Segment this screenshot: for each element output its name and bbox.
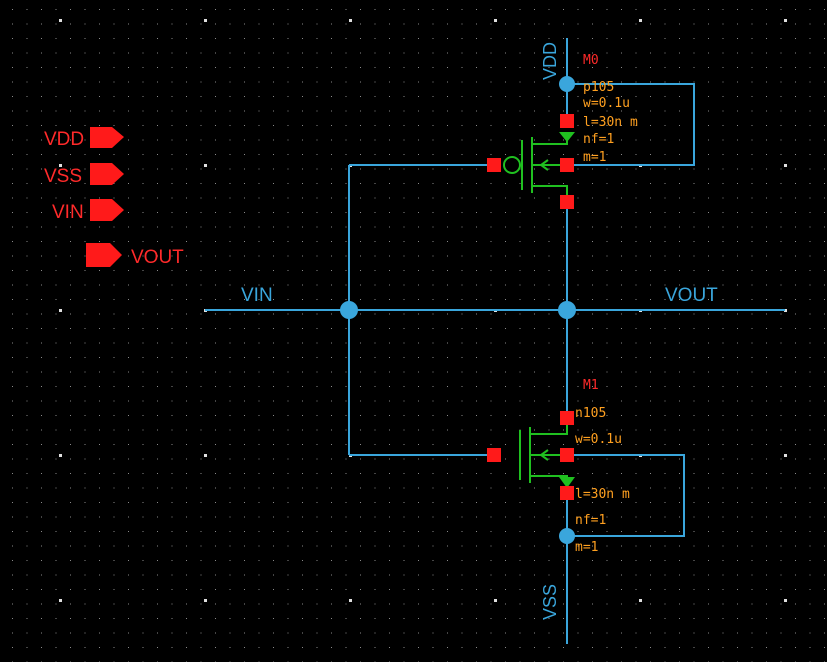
pmos-model: p105 [583, 80, 614, 95]
nmos-source-pin[interactable] [560, 486, 574, 500]
pmos-source-arrow [559, 132, 575, 142]
pin-vout-shape [86, 243, 122, 267]
nmos-m: m=1 [575, 540, 598, 555]
nmos-terminals [487, 411, 574, 500]
nmos-drain-pin[interactable] [560, 411, 574, 425]
nmos-gate-pin[interactable] [487, 448, 501, 462]
pin-vout[interactable]: VOUT [86, 243, 184, 268]
pmos-drain-pin[interactable] [560, 195, 574, 209]
net-label-vout: VOUT [665, 285, 718, 306]
net-label-vin: VIN [241, 285, 273, 306]
pin-vdd[interactable]: VDD [44, 127, 124, 150]
pin-vdd-label: VDD [44, 129, 84, 150]
net-label-vdd: VDD [540, 42, 560, 80]
pin-vss-label: VSS [44, 166, 82, 187]
pmos-length: l=30n m [583, 115, 638, 130]
wire-nmos-bulk[interactable] [567, 454, 685, 537]
pin-vout-label: VOUT [131, 247, 184, 268]
pmos-nf: nf=1 [583, 132, 614, 147]
junction-vout[interactable] [558, 301, 576, 319]
nmos-model: n105 [575, 406, 606, 421]
pmos-instance-name: M0 [583, 53, 599, 68]
pmos-terminals [487, 114, 574, 209]
pmos-gate-pin[interactable] [487, 158, 501, 172]
net-label-vss: VSS [540, 584, 560, 620]
nmos-nf: nf=1 [575, 513, 606, 528]
nmos-source-arrow [559, 477, 575, 488]
junctions [340, 76, 576, 544]
nmos-bulk-pin[interactable] [560, 448, 574, 462]
pmos-source-pin[interactable] [560, 114, 574, 128]
pin-vin-shape [90, 199, 124, 221]
pmos-m: m=1 [583, 150, 606, 165]
pin-vss[interactable]: VSS [44, 163, 124, 187]
wire-pmos-bulk[interactable] [567, 83, 695, 166]
junction-vdd[interactable] [559, 76, 575, 92]
nmos-instance-name: M1 [583, 378, 599, 393]
pin-vss-shape [90, 163, 124, 185]
pin-vin[interactable]: VIN [52, 199, 124, 223]
pmos-m0[interactable]: M0 p105 w=0.1u l=30n m nf=1 m=1 [487, 53, 638, 209]
nmos-width: w=0.1u [575, 432, 622, 447]
junction-vss[interactable] [559, 528, 575, 544]
pin-vin-label: VIN [52, 202, 84, 223]
nmos-symbol [519, 424, 568, 484]
junction-vin[interactable] [340, 301, 358, 319]
nmos-m1[interactable]: M1 n105 w=0.1u l=30n m nf=1 m=1 [487, 378, 630, 555]
pin-vdd-shape [90, 127, 124, 148]
nmos-length: l=30n m [575, 487, 630, 502]
pmos-width: w=0.1u [583, 96, 630, 111]
pmos-bulk-pin[interactable] [560, 158, 574, 172]
